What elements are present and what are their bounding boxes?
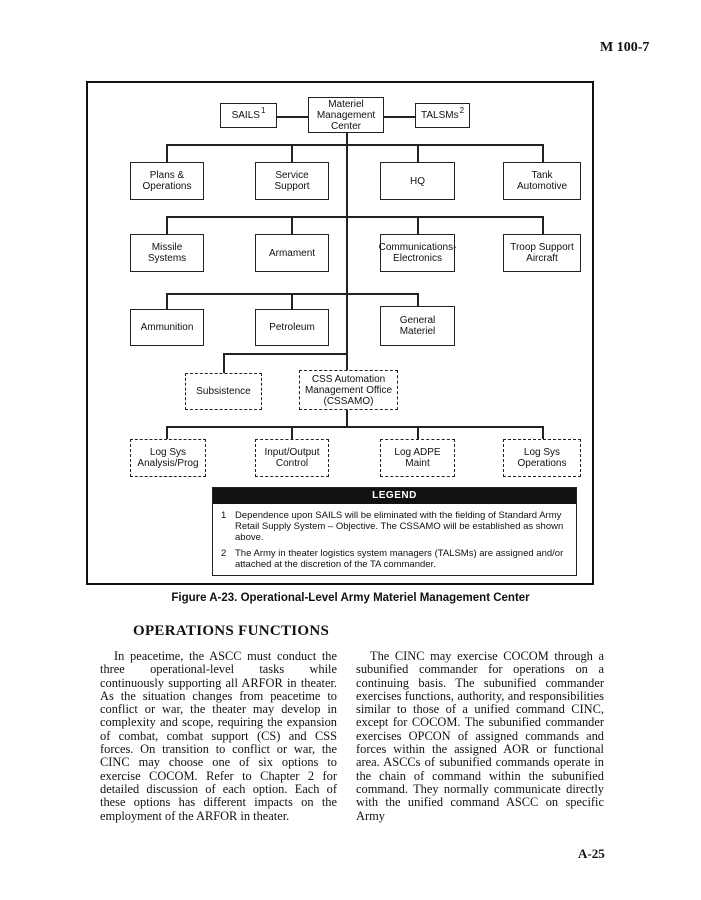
org-box-ammunition: Ammunition (130, 309, 204, 346)
org-box-log-sys-analysis-prog: Log Sys Analysis/Prog (130, 439, 206, 477)
legend-note-2-number: 2 (221, 548, 227, 559)
org-box-log-sys-operations: Log Sys Operations (503, 439, 581, 477)
org-box-general-materiel: General Materiel (380, 306, 455, 346)
doc-id: M 100-7 (600, 40, 650, 55)
org-box-subsistence: Subsistence (185, 373, 262, 410)
page-number: A-25 (578, 846, 605, 861)
org-box-input-output-control: Input/Output Control (255, 439, 329, 477)
org-box-materiel-management-center: Materiel Management Center (308, 97, 384, 133)
org-box-cssamo: CSS Automation Management Office (CSSAMO… (299, 370, 398, 410)
org-box-missile-systems: Missile Systems (130, 234, 204, 272)
org-box-hq: HQ (380, 162, 455, 200)
legend-note-1-number: 1 (221, 510, 227, 521)
body-paragraph-left: In peacetime, the ASCC must conduct the … (100, 649, 337, 823)
org-box-communications-electronics: Communications- Electronics (379, 234, 456, 272)
org-box-log-adpe-maint: Log ADPE Maint (380, 439, 455, 477)
org-box-plans-operations: Plans & Operations (130, 162, 204, 200)
org-box-troop-support-aircraft: Troop Support Aircraft (503, 234, 581, 272)
section-title: OPERATIONS FUNCTIONS (133, 623, 330, 639)
org-box-petroleum: Petroleum (255, 309, 329, 346)
legend-title: LEGEND (213, 488, 576, 504)
org-box-tank-automotive: Tank Automotive (503, 162, 581, 200)
figure-frame (86, 81, 594, 585)
legend-note-1: 1 Dependence upon SAILS will be eliminat… (221, 510, 568, 543)
figure-caption: Figure A-23. Operational-Level Army Mate… (171, 592, 530, 604)
body-column-right: The CINC may exercise COCOM through a su… (356, 649, 604, 823)
legend-note-1-text: Dependence upon SAILS will be eliminated… (235, 510, 564, 543)
org-box-armament: Armament (255, 234, 329, 272)
org-box-service-support: Service Support (255, 162, 329, 200)
legend: LEGEND 1 Dependence upon SAILS will be e… (212, 487, 577, 576)
body-paragraph-right: The CINC may exercise COCOM through a su… (356, 649, 604, 823)
body-column-left: In peacetime, the ASCC must conduct the … (100, 649, 337, 823)
legend-note-2-text: The Army in theater logistics system man… (235, 548, 564, 570)
legend-note-2: 2 The Army in theater logistics system m… (221, 548, 568, 570)
